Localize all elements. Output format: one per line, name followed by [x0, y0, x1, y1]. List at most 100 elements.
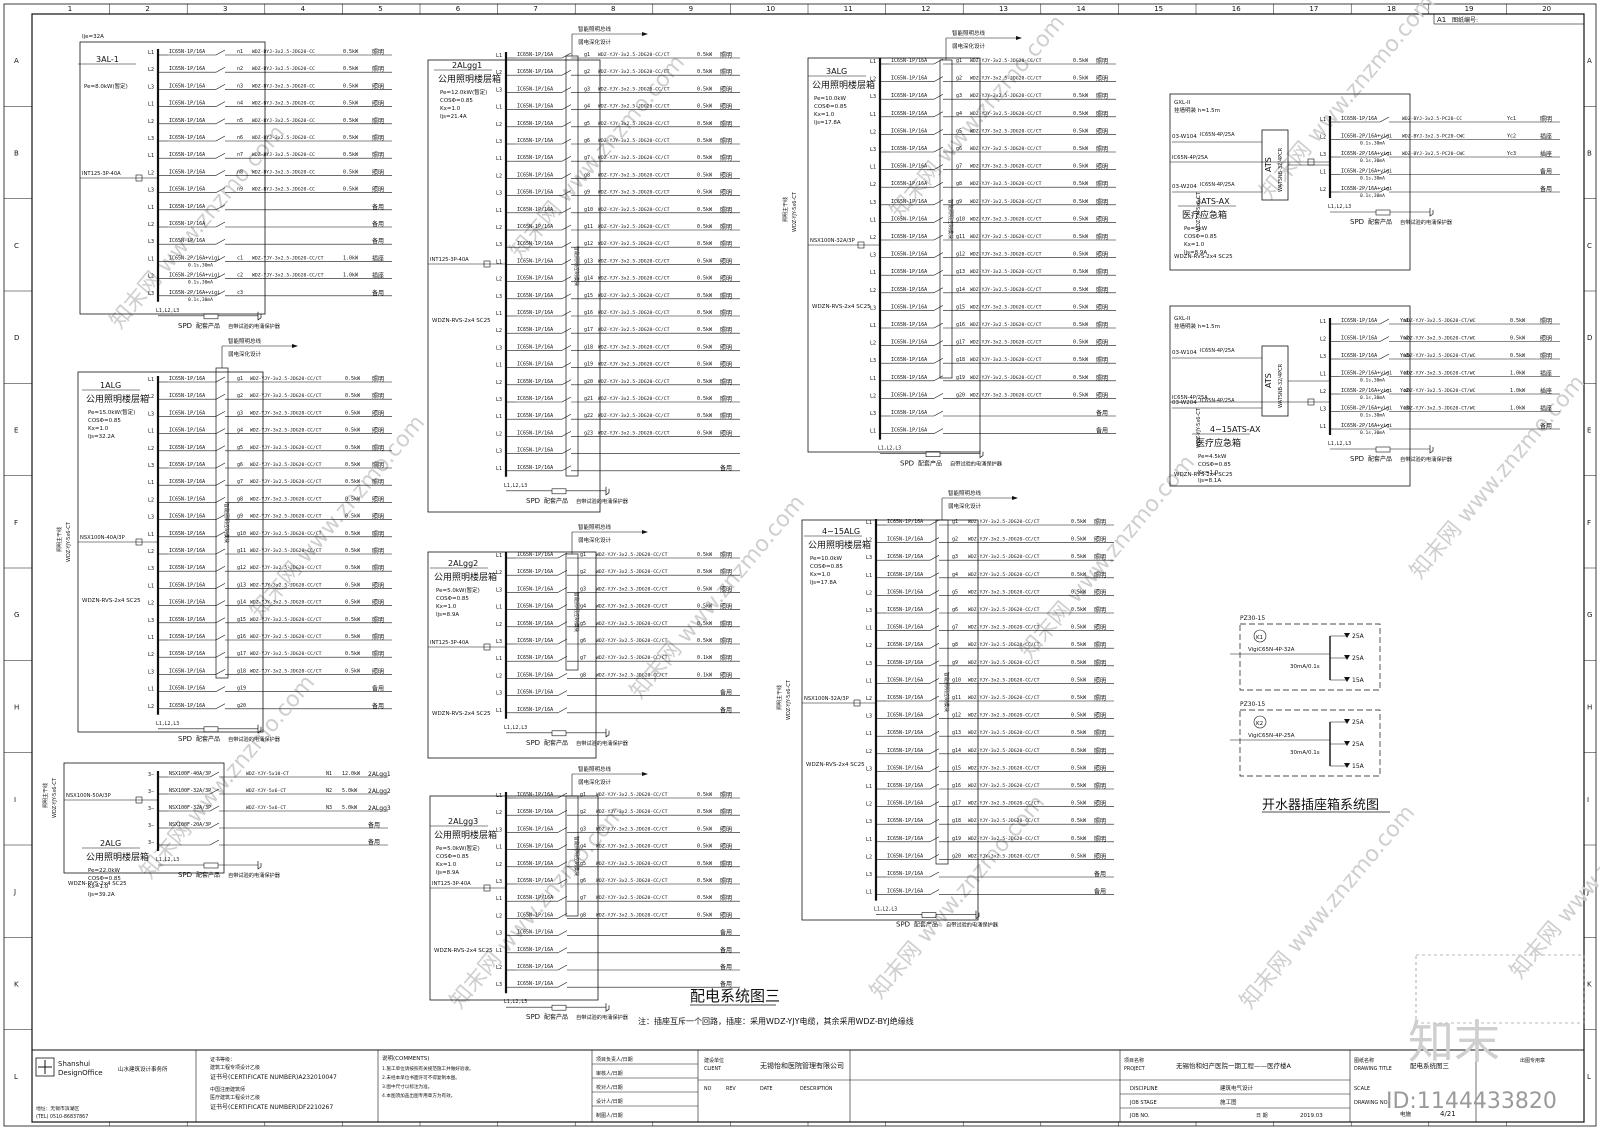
ats-input-2: 03-W204: [1172, 400, 1197, 406]
row-breaker: IC65N-1P/16A: [891, 357, 927, 363]
surge-protector-note: 自带试验的电涌保护器: [1400, 455, 1453, 463]
row-load: 0.5kW: [697, 224, 713, 230]
rcd-setting: 0.1s,30mA: [1360, 141, 1385, 147]
row-cable: WDZ-YJY-3x2.5-JDG20-CC/CT: [598, 327, 670, 333]
bus-label: L1,L2,L3: [156, 857, 179, 863]
row-phase: L2: [1320, 389, 1326, 395]
row-circuit: g15: [952, 765, 961, 771]
breaker-contact: [215, 393, 226, 400]
row-circuit: g15: [956, 304, 965, 310]
row-use: 插座: [1540, 150, 1552, 158]
row-load: 0.5kW: [697, 638, 713, 644]
breaker-contact: [1379, 406, 1390, 412]
row-breaker: IC65N-1P/16A: [887, 783, 923, 789]
row-use: 备用: [372, 237, 384, 245]
row-phase: L1: [866, 520, 872, 526]
row-phase: L1: [496, 605, 502, 611]
row-phase: L3: [496, 139, 502, 145]
grid-col-label: 5: [378, 5, 382, 13]
row-cable: WDZ-BYJ-3x2.5-JDG20-CC: [252, 187, 315, 193]
row-phase: L2: [148, 274, 154, 280]
socket-outlet-icon: [1344, 741, 1350, 746]
rev-no-label: NO: [704, 1086, 712, 1092]
row-phase: 3∼: [148, 840, 154, 846]
panel-name: 2ALgg3: [448, 817, 478, 826]
panel-param: Kx=1.0: [1198, 470, 1219, 476]
row-use: 照明: [720, 86, 732, 93]
ground-icon: [257, 861, 262, 870]
incoming-breaker: INT125-3P-40A: [432, 881, 471, 887]
incoming-cable: WDZN-RVS-2x4 SC25: [82, 598, 141, 604]
row-phase: L3: [866, 819, 872, 825]
row-circuit: g7: [956, 164, 962, 170]
row-phase: L1: [148, 480, 154, 486]
incoming-breaker: INT125-3P-40A: [430, 640, 469, 646]
row-load: 0.5kW: [345, 479, 361, 485]
row-use: 照明: [372, 531, 384, 538]
row-breaker: IC65N-1P/16A: [169, 187, 205, 193]
row-breaker: IC65N-1P/16A: [169, 83, 205, 89]
row-breaker: IC65N-1P/16A: [169, 634, 205, 640]
row-circuit: g12: [956, 252, 965, 258]
rcd-setting: 0.1s,30mA: [188, 280, 213, 286]
row-load: 0.5kW: [345, 668, 361, 674]
row-use: 照明: [1096, 269, 1108, 276]
row-use: 照明: [720, 241, 732, 248]
spd-note: 配套产品: [196, 735, 220, 743]
row-cable: WDZ-YJY-3x2.5-JDG20-CC/CT: [596, 621, 668, 627]
row-cable: WDZ-YJY-3x2.5-JDG20-CC/CT: [596, 672, 668, 678]
row-circuit: g1: [237, 376, 243, 382]
row-breaker: IC65N-2P/16A+vigi: [169, 255, 220, 261]
row-use: 插座: [372, 272, 384, 280]
watermark-logo: 知末: [1408, 1015, 1500, 1069]
breaker-contact: [561, 345, 572, 351]
grid-col-label: 6: [456, 5, 461, 13]
row-breaker: IC65N-1P/16A: [517, 792, 553, 798]
row-circuit: g17: [952, 801, 961, 807]
grid-col-label: 8: [611, 5, 615, 13]
row-phase: L3: [496, 587, 502, 593]
row-phase: L2: [870, 341, 876, 347]
row-cable: WDZ-YJY-3x2.5-JDG20-CC/CT: [970, 199, 1042, 205]
breaker-contact: [561, 155, 572, 162]
row-breaker: IC65N-1P/16A: [891, 58, 927, 64]
row-load: 0.5kW: [697, 121, 713, 127]
row-cable: WDZ-YJY-3x2.5-JDG20-CC/CT: [970, 58, 1042, 64]
row-use: 照明: [372, 565, 384, 572]
row-breaker: IC65N-1P/16A: [517, 379, 553, 385]
row-load: 0.5kW: [345, 393, 361, 399]
smart-bus-label: 智能照明总线: [578, 765, 612, 773]
breaker-contact: [557, 878, 568, 885]
row-phase: L3: [496, 345, 502, 351]
breaker-contact: [561, 276, 572, 282]
row-circuit: g4: [580, 604, 586, 610]
row-use: 照明: [1094, 818, 1106, 825]
row-load: 0.5kW: [697, 413, 713, 419]
row-cable: WDZ-YJY-3x2.5-JDG20-CC/CT: [968, 730, 1040, 736]
row-cable: WDZ-YJY-3x2.5-JDG20-CC/CT: [250, 548, 322, 554]
panel-param: COSΦ=0.85: [814, 104, 847, 110]
row-phase: L1: [1320, 319, 1326, 325]
row-use: 照明: [1540, 353, 1552, 360]
row-use: 照明: [372, 651, 384, 658]
vertical-feeder: WDZ-YJY-5x6-CT: [792, 191, 798, 232]
row-phase: 3∼: [148, 823, 154, 829]
bus-label: L1,L2,L3: [874, 907, 897, 913]
incoming-breaker-symbol: [483, 260, 491, 268]
row-load: 1.0kW: [1510, 406, 1526, 412]
row-load: 0.5kW: [343, 169, 359, 175]
breaker-contact: [557, 827, 568, 833]
row-use: 照明: [1540, 318, 1552, 325]
stage: 施工图: [1220, 1098, 1237, 1106]
row-phase: 3∼: [148, 772, 154, 778]
row-breaker: IC65N-2P/16A+vigi: [169, 290, 220, 296]
row-phase: L1: [148, 102, 154, 108]
panel-param: Kx=1.0: [814, 112, 835, 118]
spd-symbol: [203, 862, 219, 869]
row-cable: WDZ-BYJ-3x2.5-PC20-CWC: [1402, 134, 1465, 140]
row-load: 0.5kW: [1510, 318, 1526, 324]
row-load: 0.5kW: [1071, 730, 1087, 736]
module-label: 智能照明控制模块: [223, 503, 230, 543]
row-cable: WDZ-YJY-3x2.5-JDG20-CC/CT: [596, 638, 668, 644]
spd-label: SPD: [178, 871, 192, 879]
